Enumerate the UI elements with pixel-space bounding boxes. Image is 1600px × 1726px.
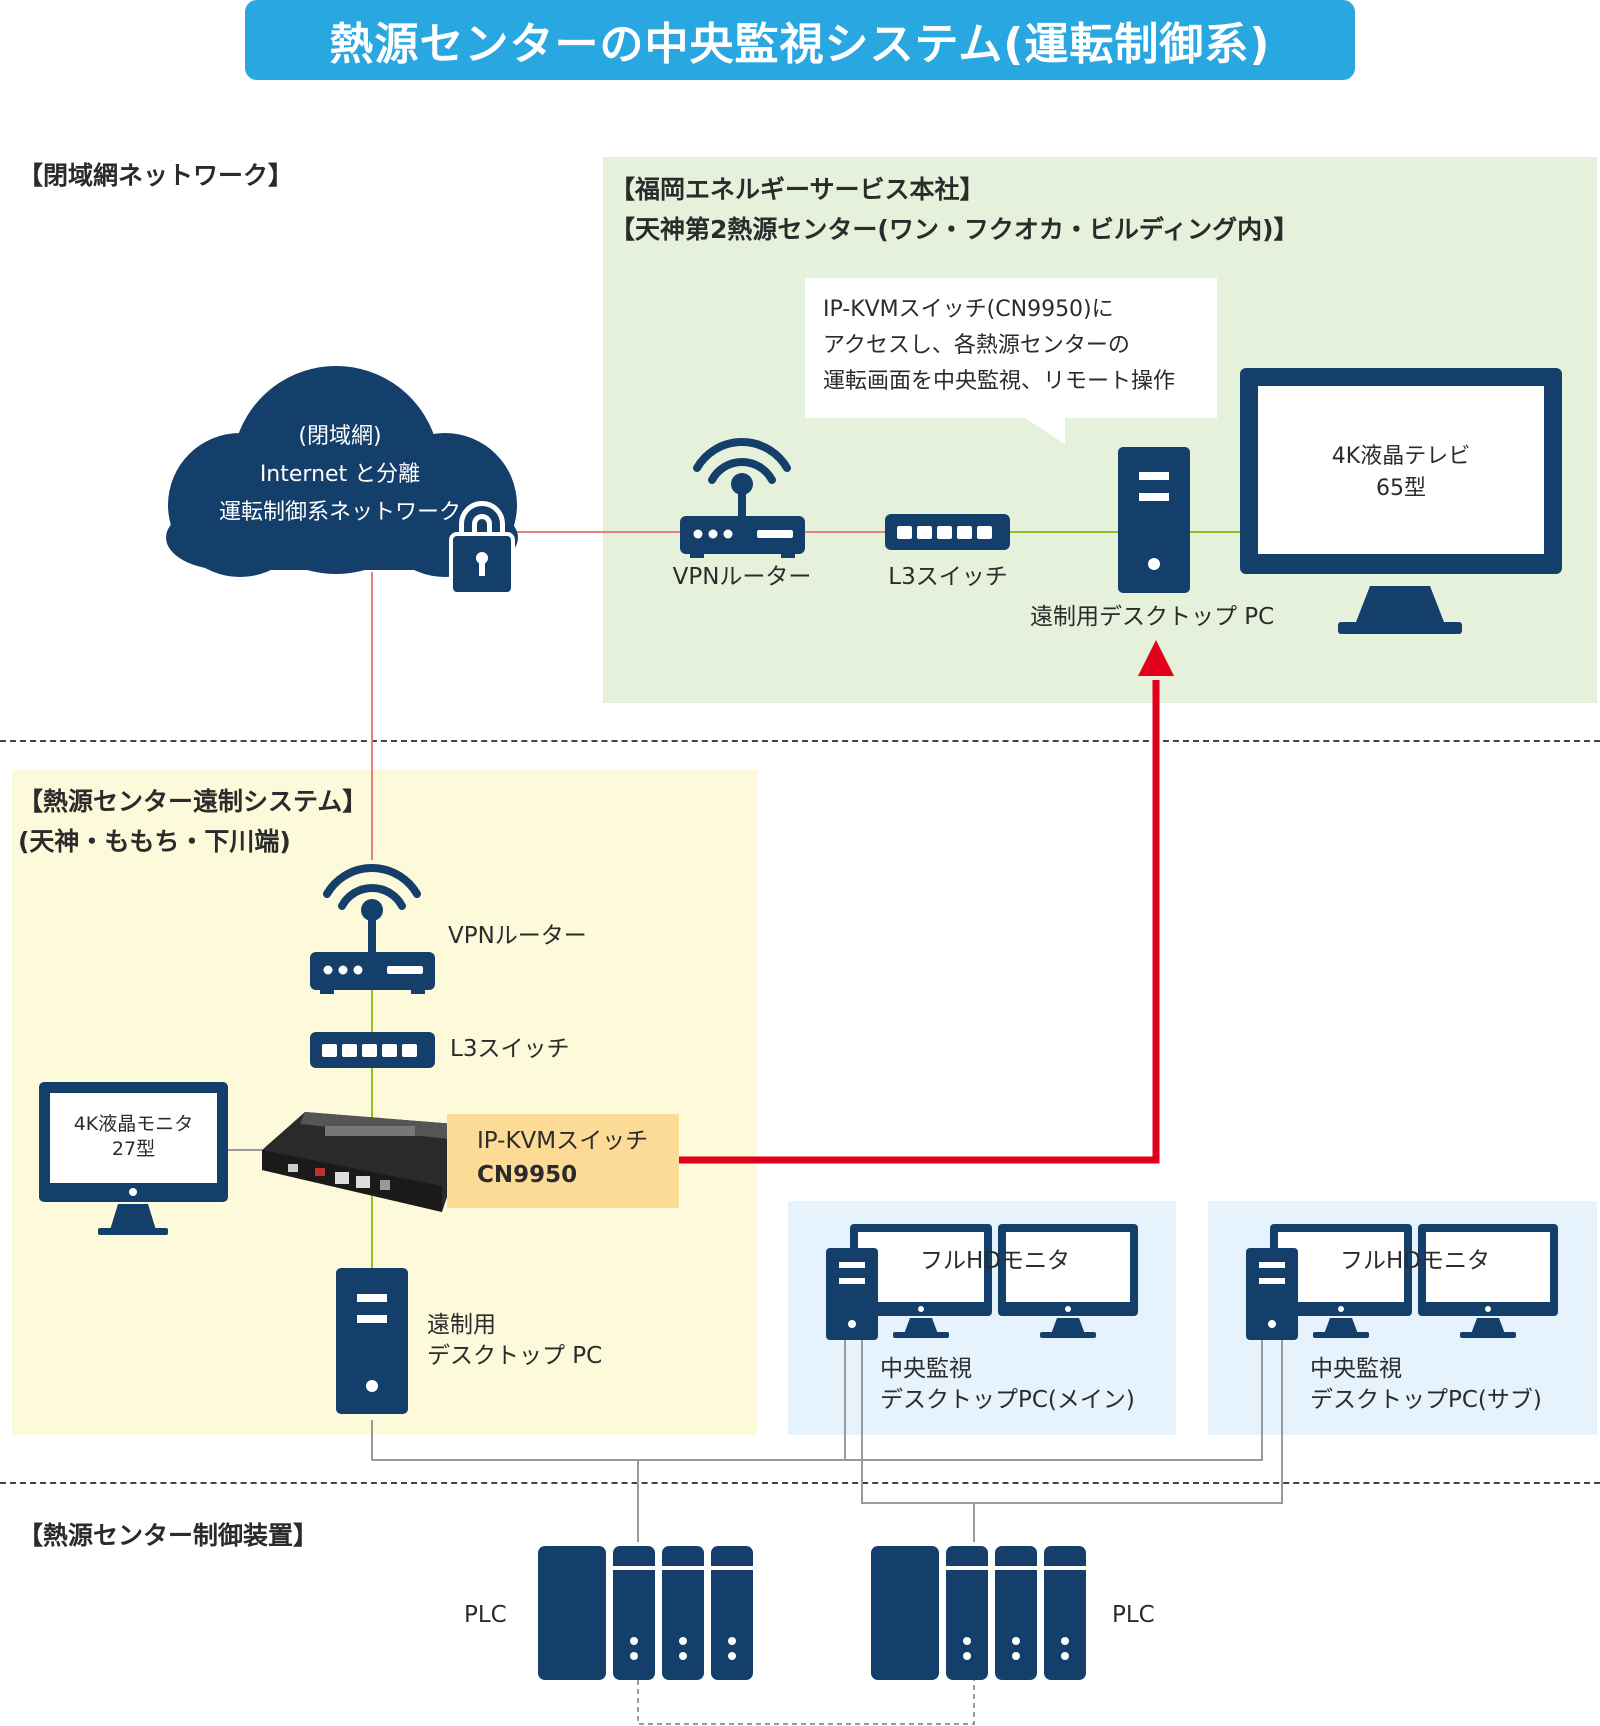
remote-l3-switch-label: L3スイッチ [450,1036,570,1062]
main-pc-label: 中央監視 デスクトップPC(メイン) [880,1354,1135,1416]
desktop-tower-icon [1118,447,1190,593]
remote-system-heading: 【熱源センター遠制システム】 [18,787,368,816]
tenjin-center-heading: 【天神第2熱源センター(ワン・フクオカ・ビルディング内)】 [610,215,1299,244]
plc-rack-icon [871,1546,1086,1680]
section-divider-top [0,740,1600,742]
monitor-icon [39,1082,228,1235]
main-pc-label-line: 中央監視 [880,1356,972,1382]
remote-pc-label-line: デスクトップ PC [427,1343,603,1369]
section-divider-bottom [0,1482,1600,1484]
desktop-tower-icon [1246,1248,1298,1340]
desktop-tower-icon [336,1268,408,1414]
cloud-line: Internet と分離 [259,462,421,487]
dual-monitor-icon [850,1224,1138,1338]
sub-pc-label: 中央監視 デスクトップPC(サブ) [1310,1354,1542,1416]
remote-system-sites: (天神・ももち・下川端) [18,827,291,856]
bubble-tail [1025,418,1065,444]
ip-kvm-device-icon [262,1112,460,1212]
closed-network-cloud-icon [166,366,518,577]
monitor-27-label: 4K液晶モニタ 27型 [50,1112,217,1162]
kvm-access-note: IP-KVMスイッチ(CN9950)に アクセスし、各熱源センターの 運転画面を… [805,278,1217,418]
tv-label-line: 4K液晶テレビ [1331,444,1471,469]
wifi-router-icon [310,864,435,994]
remote-pc-label: 遠制用 デスクトップ PC [427,1310,602,1372]
tv-label: 4K液晶テレビ 65型 [1258,441,1544,505]
note-line: 運転画面を中央監視、リモート操作 [823,369,1176,394]
hq-remote-pc-label: 遠制用デスクトップ PC [1030,604,1275,630]
note-line: アクセスし、各熱源センターの [823,333,1130,358]
monitor-label-line: 4K液晶モニタ [73,1113,194,1135]
main-pc-label-line: デスクトップPC(メイン) [880,1387,1135,1413]
cloud-line: 運転制御系ネットワーク [218,500,461,525]
sub-pc-label-line: 中央監視 [1310,1356,1402,1382]
kvm-model: CN9950 [477,1162,578,1188]
hq-vpn-router-label: VPNルーター [672,564,812,590]
tv-monitor-icon [1240,368,1562,634]
head-office-heading: 【福岡エネルギーサービス本社】 [610,175,985,204]
network-switch-icon [310,1032,435,1068]
plc-left-label: PLC [464,1602,507,1628]
wifi-router-icon [680,438,805,558]
hq-l3-switch-label: L3スイッチ [888,564,1008,590]
cloud-line: (閉域網) [298,424,382,449]
remote-vpn-router-label: VPNルーター [448,923,587,949]
lock-icon [449,501,515,596]
remote-access-arrow [679,680,1160,1164]
plc-rack-icon [538,1546,753,1680]
monitor-label-line: 27型 [111,1138,156,1160]
page-title: 熱源センターの中央監視システム(運転制御系) [245,0,1355,80]
remote-access-arrowhead [1138,640,1174,676]
closed-network-heading: 【閉域網ネットワーク】 [18,161,294,190]
note-line: IP-KVMスイッチ(CN9950)に [823,297,1114,322]
kvm-name: IP-KVMスイッチ [477,1128,649,1154]
main-monitor-label: フルHDモニタ [920,1248,1071,1274]
control-lan-lines [371,1312,1283,1542]
control-heading: 【熱源センター制御装置】 [18,1521,319,1550]
cloud-text: (閉域網) Internet と分離 運転制御系ネットワーク [180,418,500,532]
kvm-label-box: IP-KVMスイッチ CN9950 [447,1114,679,1208]
desktop-tower-icon [826,1248,878,1340]
plc-link-dashed [637,1680,975,1725]
network-switch-icon [885,514,1010,550]
sub-monitor-label: フルHDモニタ [1340,1248,1491,1274]
plc-right-label: PLC [1112,1602,1155,1628]
sub-pc-label-line: デスクトップPC(サブ) [1310,1387,1542,1413]
remote-pc-label-line: 遠制用 [427,1312,496,1338]
dual-monitor-icon [1270,1224,1558,1338]
tv-label-line: 65型 [1376,476,1426,501]
